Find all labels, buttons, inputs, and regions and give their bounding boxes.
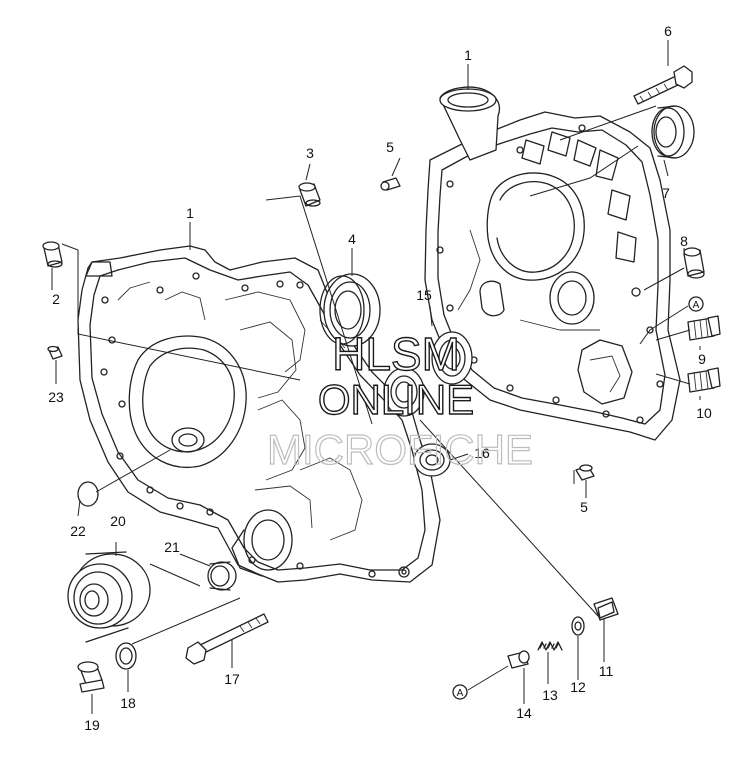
part-16-bearing xyxy=(413,443,451,477)
part-8-sleeve xyxy=(683,247,705,279)
callout-17: 17 xyxy=(224,671,240,687)
part-10-fitting xyxy=(687,367,721,393)
part-15-bearing xyxy=(383,331,473,417)
callout-numbers: 1 1 2 3 4 5 5 6 7 8 9 10 11 12 13 14 15 … xyxy=(48,23,712,733)
part-14-plunger xyxy=(507,650,530,669)
part-12-washer xyxy=(571,616,585,636)
part-18-washer xyxy=(115,642,137,670)
callout-19: 19 xyxy=(84,717,100,733)
callout-5-upper: 5 xyxy=(386,139,394,155)
watermark-line-2: ONLINE xyxy=(318,376,474,423)
callout-21: 21 xyxy=(164,539,180,555)
callout-3: 3 xyxy=(306,145,314,161)
callout-6: 6 xyxy=(664,23,672,39)
callout-1-left: 1 xyxy=(186,205,194,221)
part-21-seal xyxy=(207,561,237,591)
callout-7: 7 xyxy=(662,185,670,201)
callout-16: 16 xyxy=(474,445,490,461)
part-2-dowel-sleeve xyxy=(42,241,63,268)
part-6-bolt xyxy=(633,65,693,105)
callout-22: 22 xyxy=(70,523,86,539)
svg-text:A: A xyxy=(693,300,700,311)
callout-12: 12 xyxy=(570,679,586,695)
callout-23: 23 xyxy=(48,389,64,405)
callout-9: 9 xyxy=(698,351,706,367)
callout-8: 8 xyxy=(680,233,688,249)
part-11-plug xyxy=(593,597,619,621)
watermark-line-3: MICROFICHE xyxy=(267,426,533,473)
callout-18: 18 xyxy=(120,695,136,711)
part-22-plug-disc xyxy=(77,481,99,507)
callout-10: 10 xyxy=(696,405,712,421)
part-17-long-bolt xyxy=(185,613,269,665)
callout-1-right: 1 xyxy=(464,47,472,63)
part-4-bearing xyxy=(319,273,381,347)
part-5-dowel-pin-upper xyxy=(380,177,401,191)
callout-2: 2 xyxy=(52,291,60,307)
part-9-fitting xyxy=(687,315,721,341)
part-3-dowel-sleeve xyxy=(298,182,321,207)
part-19-drain-bolt xyxy=(77,661,105,693)
callout-5-lower: 5 xyxy=(580,499,588,515)
right-crankcase xyxy=(424,86,681,441)
part-5-dowel-pin-lower xyxy=(575,464,595,481)
part-13-spring xyxy=(537,641,563,651)
part-20-cover-cap xyxy=(67,551,151,643)
callout-11: 11 xyxy=(599,663,614,679)
part-23-dowel-pin xyxy=(47,345,63,360)
callout-20: 20 xyxy=(110,513,126,529)
part-7-oil-seal xyxy=(651,105,695,159)
right-flange-bolt-holes xyxy=(436,124,664,424)
callout-14: 14 xyxy=(516,705,532,721)
left-crankcase xyxy=(77,245,441,583)
svg-text:A: A xyxy=(457,688,464,699)
callout-13: 13 xyxy=(542,687,558,703)
leader-lines xyxy=(51,40,701,714)
watermark: HLSM ONLINE MICROFICHE xyxy=(266,327,533,473)
reference-mark-a-lower: A xyxy=(452,684,468,700)
reference-mark-a-upper: A xyxy=(688,296,704,312)
callout-4: 4 xyxy=(348,231,356,247)
callout-15: 15 xyxy=(416,287,432,303)
watermark-line-1: HLSM xyxy=(332,328,460,380)
